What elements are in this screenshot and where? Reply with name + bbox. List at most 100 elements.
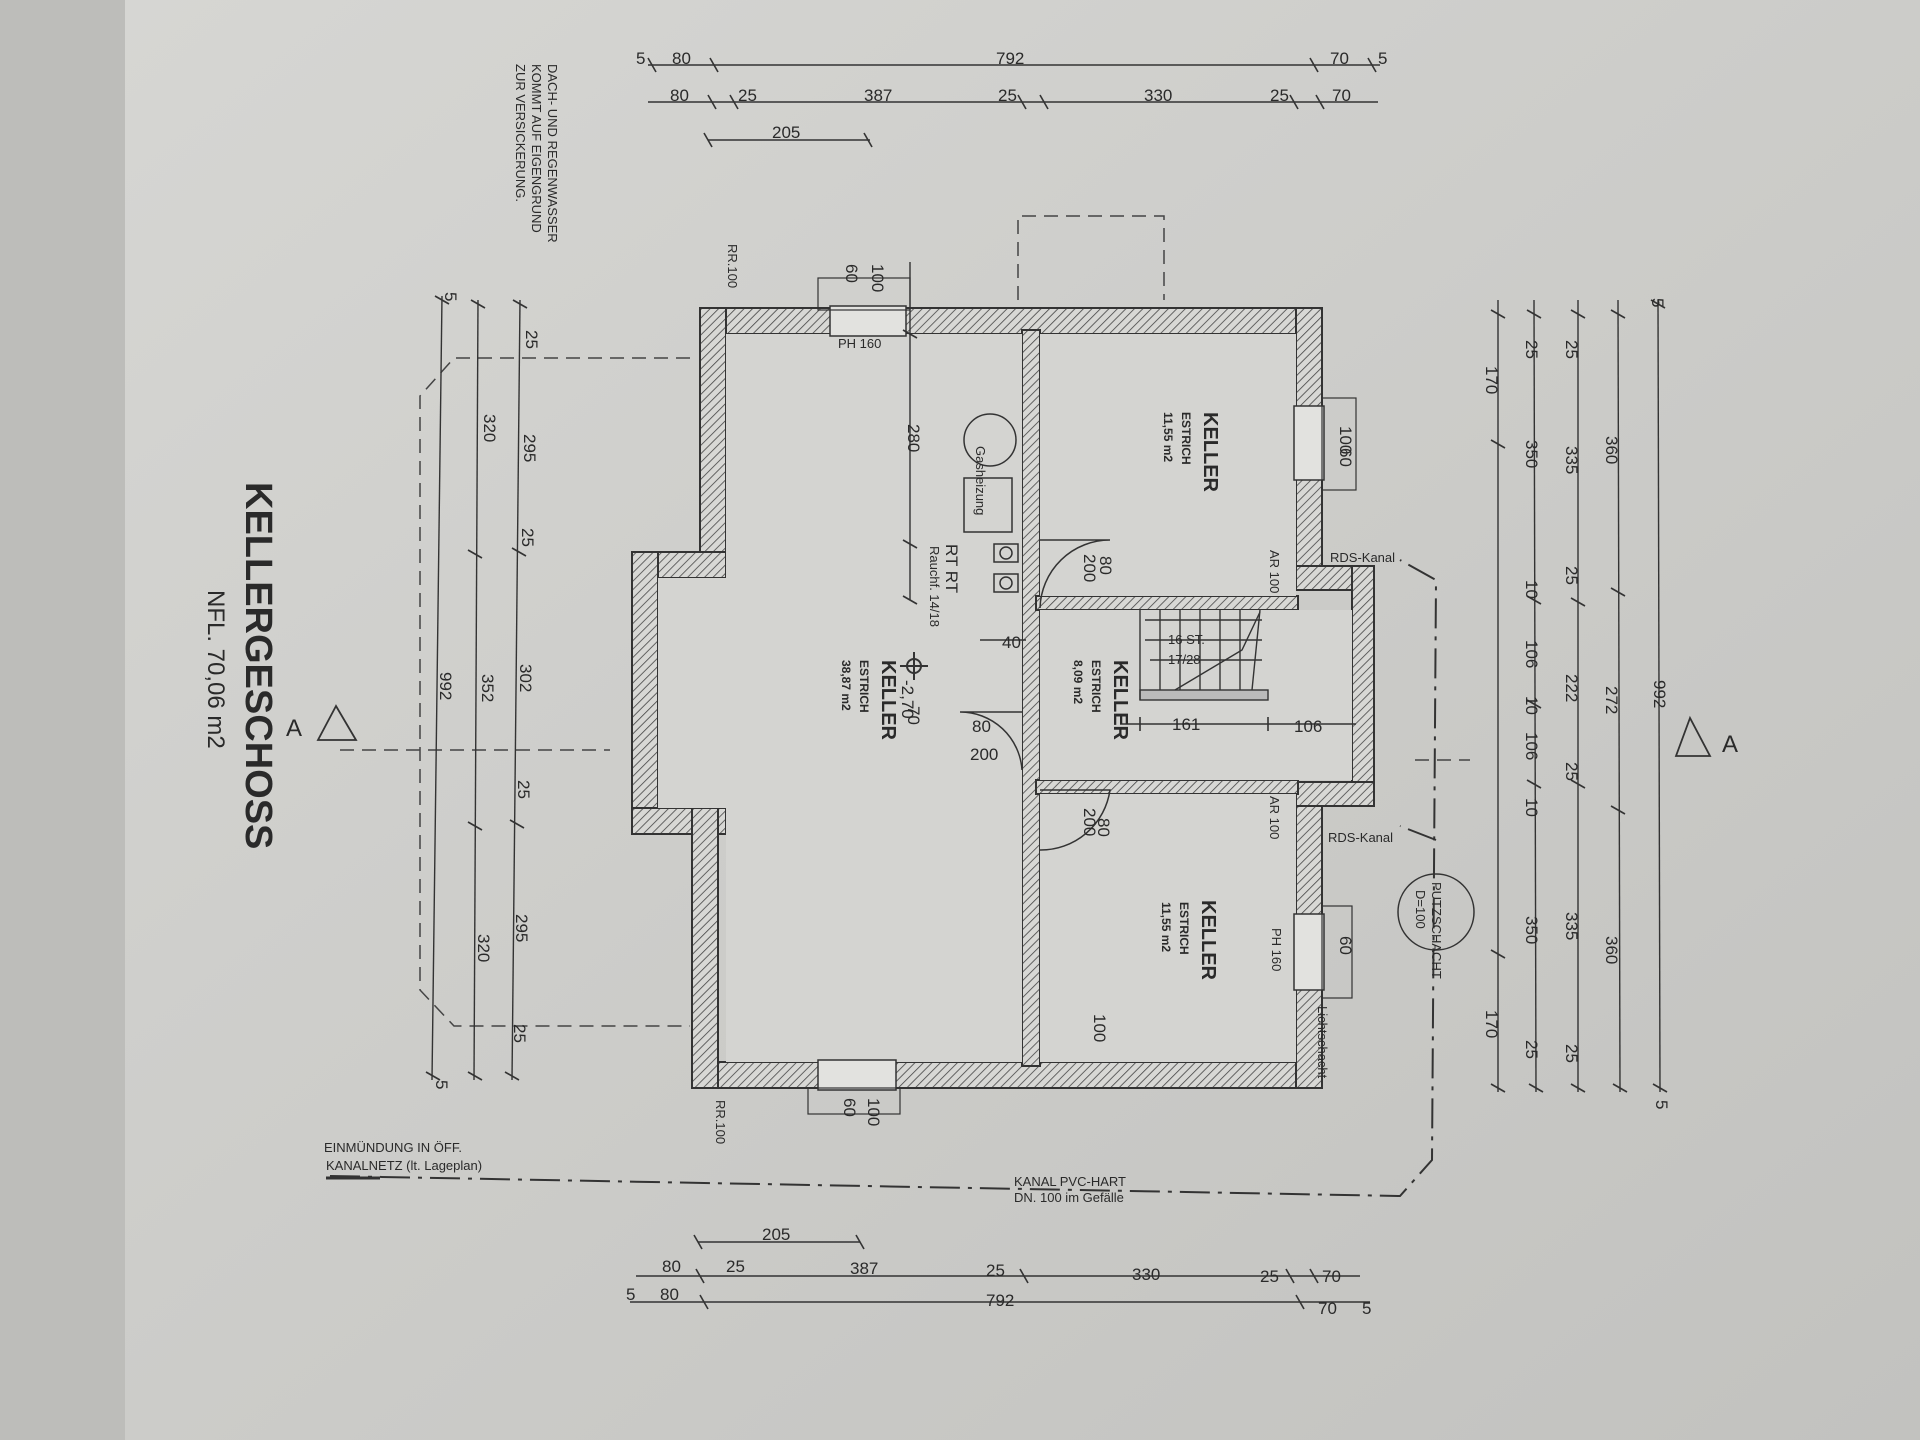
room-br-area: 11,55 m2 [1159,902,1173,952]
dim-right-d2: 360 [1602,936,1621,964]
dim-bot2-3: 25 [986,1261,1005,1280]
dim-inner-40: 40 [1002,633,1021,652]
kanal-dn: DN. 100 im Gefälle [1014,1190,1124,1205]
dim-right-e0: 5 [1648,298,1667,307]
gas-heating [963,413,1019,593]
dim-left-b1: 352 [478,674,497,702]
dim-right-c3: 222 [1562,674,1581,702]
plan-subtitle: NFL. 70,06 m2 [202,590,229,749]
dim-top1-0: 5 [636,49,645,68]
stair-count: 16 ST. [1168,632,1205,647]
level-label: -2,70 [898,680,917,719]
dim-left-c0: 25 [522,330,541,349]
dim-bot2-6: 70 [1322,1267,1341,1286]
dim-bot3-4: 5 [1362,1299,1371,1318]
dim-right-c0: 25 [1562,340,1581,359]
dim-right-c4: 25 [1562,762,1581,781]
dim-left-c4: 25 [514,780,533,799]
dim-top3-0: 205 [772,123,800,142]
dim-top2-6: 70 [1332,86,1351,105]
dim-bot2-2: 387 [850,1259,878,1278]
plan-title: KELLERGESCHOSS [237,482,279,849]
door-swings [959,539,1111,851]
dim-right-b5: 106 [1522,732,1541,760]
dim-inner-200: 200 [970,745,998,764]
dim-inner-161: 161 [1172,715,1200,734]
dim-top1-1: 80 [672,49,691,68]
dim-left-c1: 295 [520,434,539,462]
door-200-a: 200 [1080,554,1099,582]
room-st-name: KELLER [1109,660,1131,741]
lichtschacht: Lichtschacht [1315,1006,1330,1079]
dim-inner-280: 280 [904,424,923,452]
dim-right-c6: 25 [1562,1044,1581,1063]
dim-left-c5: 295 [512,914,531,942]
sewer-lines [329,559,1438,1198]
dim-bot3-1: 80 [660,1285,679,1304]
dim-bot3-0: 5 [626,1285,635,1304]
dim-top1-3: 70 [1330,49,1349,68]
dim-top2-1: 25 [738,86,757,105]
dim-left-c6: 25 [510,1024,529,1043]
dim-left-b0: 320 [480,414,499,442]
dim-left-c2: 25 [518,528,537,547]
dim-bot3-2: 792 [986,1291,1014,1310]
dim-right-c1: 335 [1562,446,1581,474]
dim-right-e1: 992 [1650,680,1669,708]
rr-bottom: RR.100 [713,1100,728,1144]
dim-win-r1b: 60 [1336,448,1355,467]
dim-win-b2: 60 [840,1098,859,1117]
room-br-floor: ESTRICH [1177,902,1191,955]
dim-right-b3: 106 [1522,640,1541,668]
dim-right-e2: 5 [1652,1100,1671,1109]
dim-right-d1: 272 [1602,686,1621,714]
dim-top2-2: 387 [864,86,892,105]
dim-left-b2: 320 [474,934,493,962]
dim-bot1-0: 205 [762,1225,790,1244]
note-line-3: ZUR VERSICKERUNG. [513,64,528,202]
dim-top2-3: 25 [998,86,1017,105]
dim-bot2-0: 80 [662,1257,681,1276]
dim-win-t2: 60 [842,264,861,283]
dim-right-b6: 10 [1522,798,1541,817]
section-markers [316,704,1712,757]
paper-edge [0,0,125,1440]
kanal-label: KANAL PVC-HART [1014,1174,1126,1189]
dim-right-b2: 10 [1522,580,1541,599]
dim-top2-5: 25 [1270,86,1289,105]
ph-top: PH 160 [838,336,881,351]
dim-win-t1: 100 [868,264,887,292]
dim-left-a2: 5 [432,1080,451,1089]
stair-ratio: 17/28 [1168,652,1201,667]
einmuendung-2: KANALNETZ (lt. Lageplan) [326,1158,482,1173]
dim-right-d0: 360 [1602,436,1621,464]
putz-d: D=100 [1413,890,1428,929]
room-main-floor: ESTRICH [857,660,871,713]
dim-right-b4: 10 [1522,696,1541,715]
rr-top: RR.100 [725,244,740,288]
dim-left-c3: 302 [516,664,535,692]
door-200-b: 200 [1080,808,1099,836]
section-a-right: A [1722,731,1738,758]
dim-right-c5: 335 [1562,912,1581,940]
room-st-area: 8,09 m2 [1071,660,1085,704]
gasheizung-label: Gasheizung [973,446,988,515]
rauchf-1: RT RT [942,544,961,593]
putzschacht-circle [1397,873,1475,951]
door-80-a: 80 [1096,556,1115,575]
room-floors [658,334,1352,1062]
dim-right-b0: 25 [1522,340,1541,359]
dim-inner-80: 80 [972,717,991,736]
section-a-left: A [286,715,302,742]
ar-1: AR 100 [1267,550,1282,593]
rds-bottom: RDS-Kanal [1328,830,1393,845]
stairs [1139,609,1269,701]
dim-top1-4: 5 [1378,49,1387,68]
dim-right-b1: 350 [1522,440,1541,468]
dim-right-a1: 170 [1482,1010,1501,1038]
dim-top1-2: 792 [996,49,1024,68]
dim-bot2-4: 330 [1132,1265,1160,1284]
note-line-1: DACH- UND REGENWASSER [545,64,560,243]
dim-win-r1a: 100 [1336,426,1355,454]
